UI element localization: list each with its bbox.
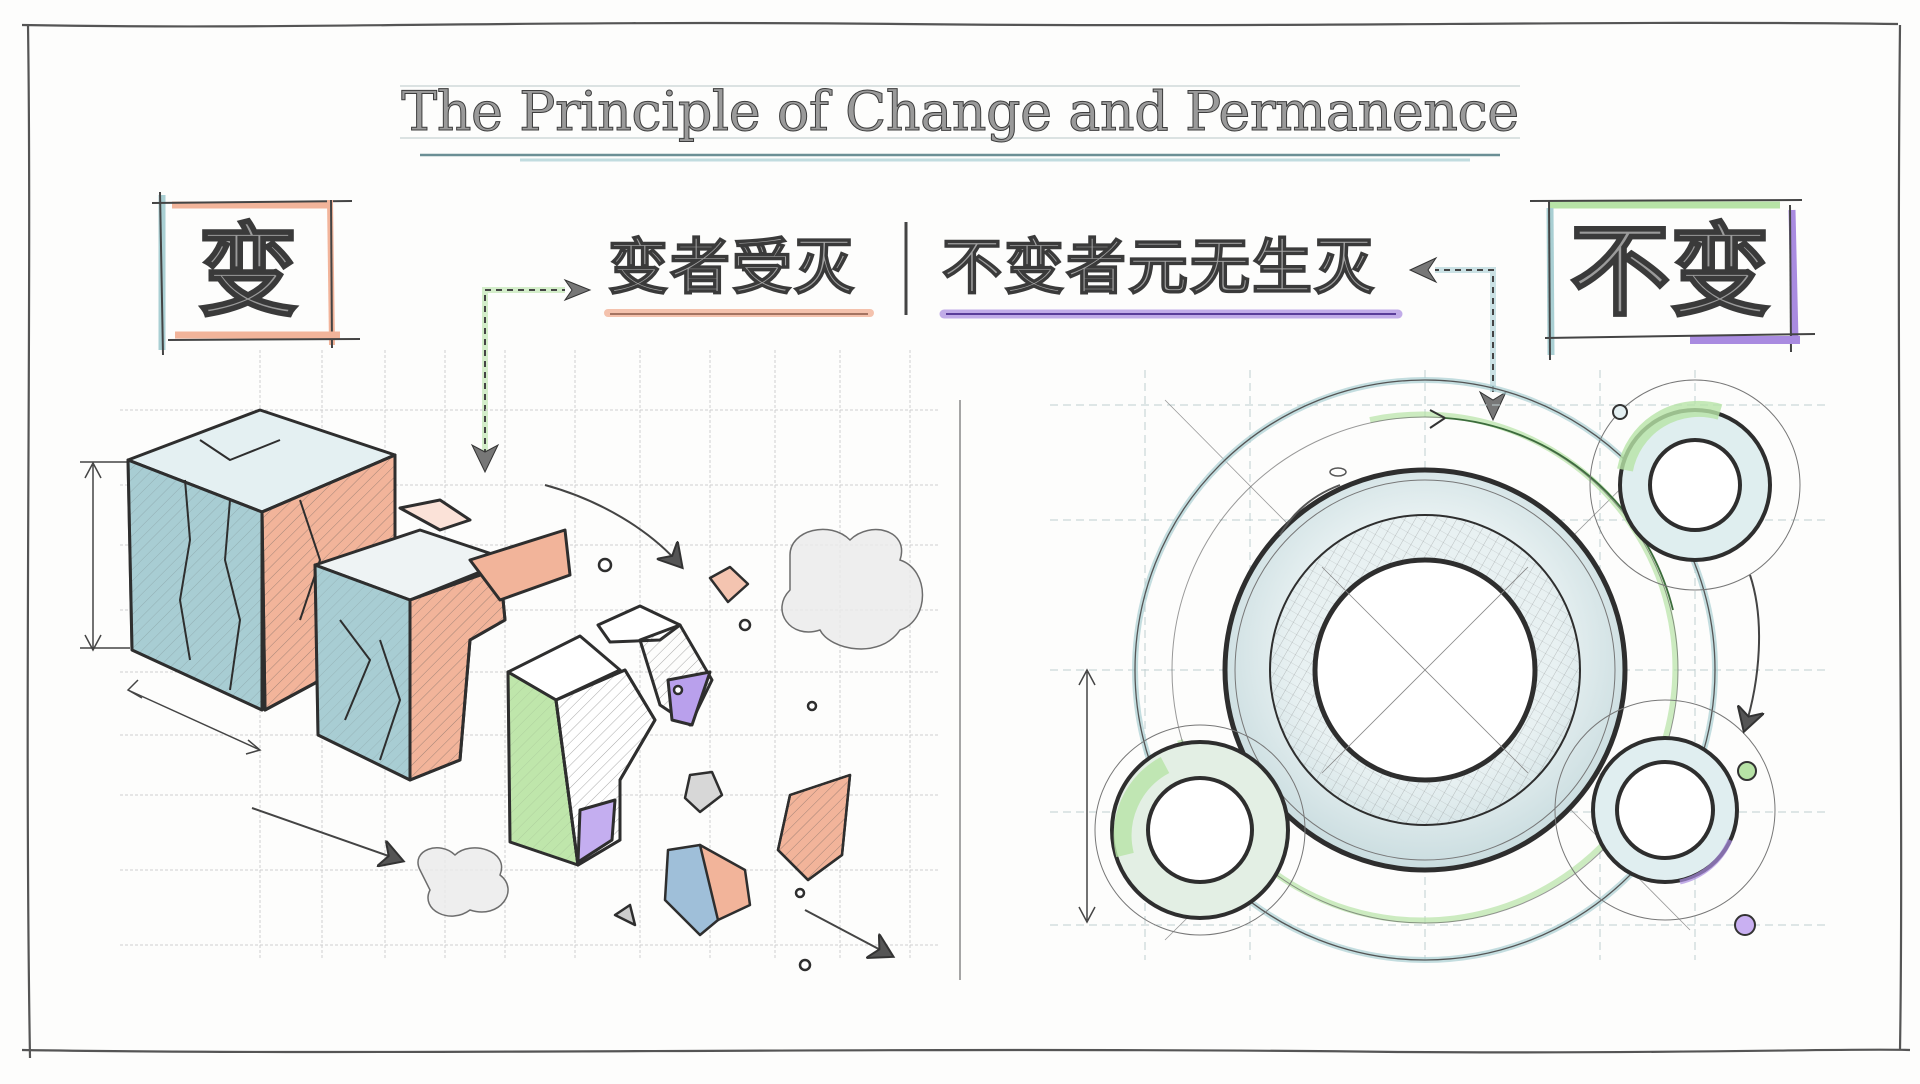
right-label-frame	[1529, 199, 1816, 361]
motto-permanence: 不变者元无生灭	[941, 233, 1376, 303]
left-label-frame	[151, 191, 361, 356]
small-ring-bottom-right	[1554, 699, 1776, 936]
debris-fragments	[597, 557, 852, 972]
motion-arrows	[251, 484, 890, 955]
small-ring-top-right	[1589, 379, 1801, 591]
breaking-cube	[506, 604, 714, 867]
left-connector-arrow	[470, 278, 592, 474]
small-ring-bottom-left	[1094, 724, 1306, 936]
rotation-arrow	[1745, 574, 1759, 728]
change-label: 变	[197, 213, 300, 330]
permanence-label: 不变	[1569, 213, 1772, 330]
page-frame	[21, 21, 1911, 1059]
left-dimension-lines	[80, 461, 262, 755]
dust-clouds	[417, 528, 924, 917]
middle-cube	[313, 498, 572, 782]
right-connector-arrow	[1408, 256, 1508, 422]
central-ring	[1222, 467, 1628, 873]
title-guides	[400, 85, 1520, 162]
right-dimension-line	[1078, 668, 1096, 924]
motto-change: 变者受灭	[607, 233, 856, 303]
page-title: The Principle of Change and Permanence	[401, 80, 1520, 144]
